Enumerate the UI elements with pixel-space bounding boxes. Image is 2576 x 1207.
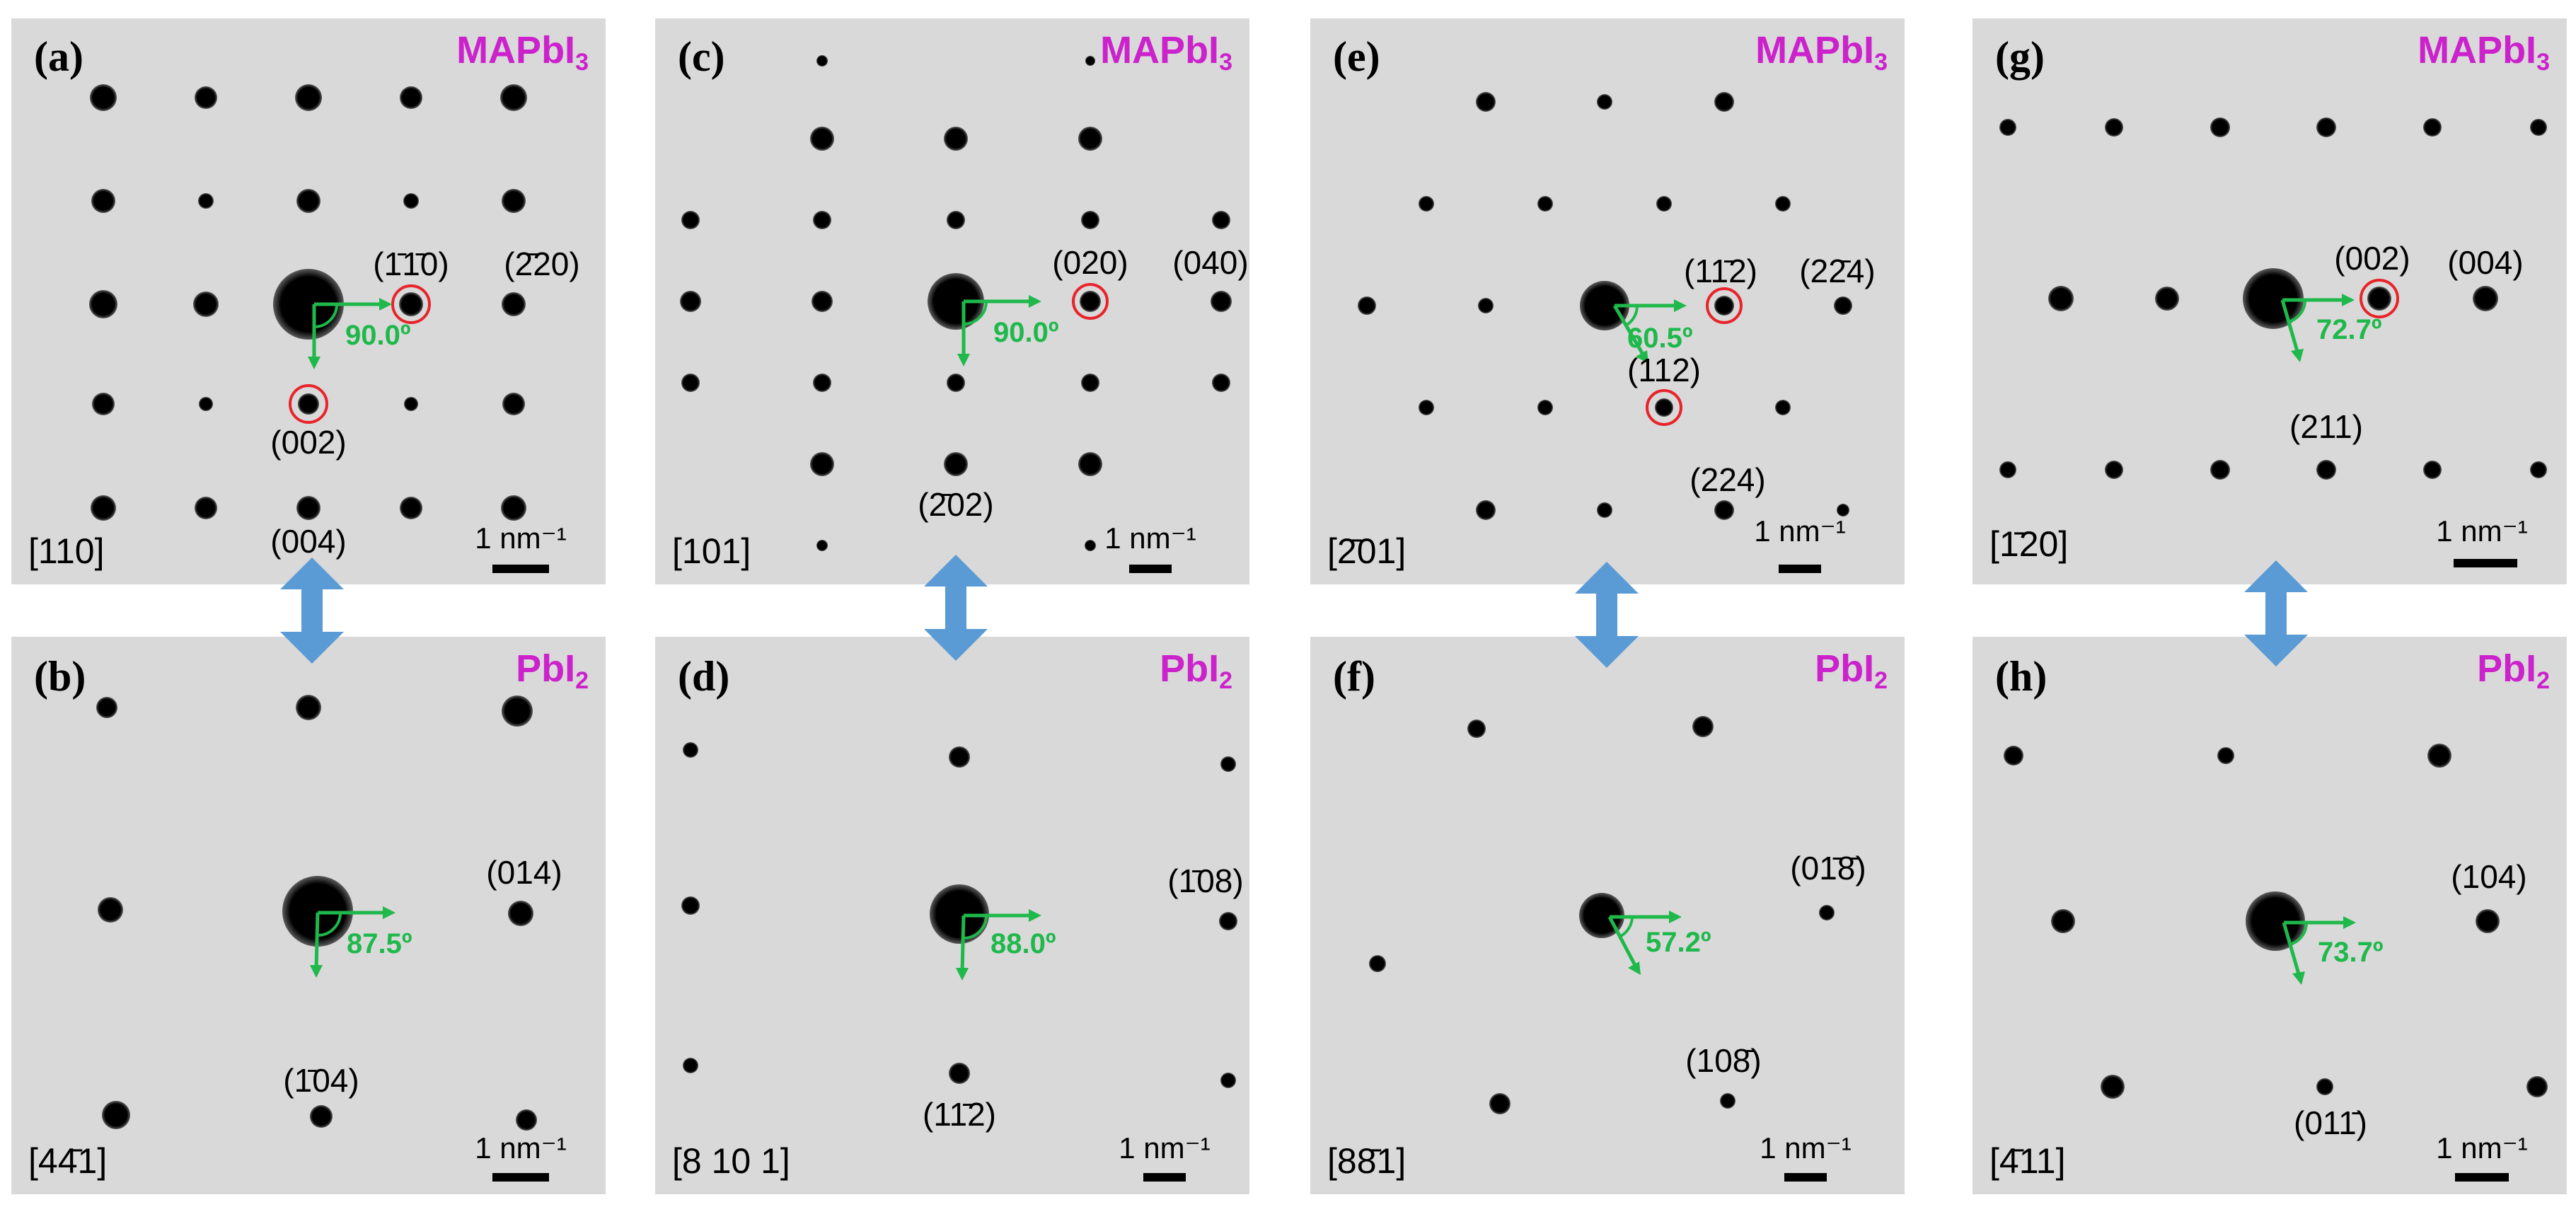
panel-label: (d) [678, 653, 730, 700]
angle-marker-icon [308, 298, 392, 369]
angle-value: 90.0º [345, 320, 411, 351]
scale-label: 1 nm⁻¹ [475, 521, 567, 555]
scale-bar [1784, 1173, 1827, 1182]
angle-marker-icon [1607, 911, 1682, 975]
scale-bar [492, 565, 549, 573]
zone-axis: [88̄1] [1327, 1141, 1407, 1181]
zone-axis: [8 10 1] [672, 1141, 790, 1181]
angle-value: 72.7º [2316, 314, 2382, 345]
zone-axis: [1̄20] [1989, 524, 2069, 564]
miller-index: (004) [2447, 244, 2524, 281]
miller-index: (040) [1172, 244, 1249, 281]
miller-index: (11̄2) [923, 1096, 996, 1133]
double-arrow-icon [924, 555, 988, 661]
angle-marker-icon [957, 295, 1041, 366]
panel-e: (e) MAPbI3 60.5º (11̄2) (22̄4) (112) (22… [1310, 18, 1905, 584]
panel-label: (e) [1333, 33, 1380, 80]
double-arrow-icon [2244, 560, 2308, 666]
highlight-ring [1646, 389, 1682, 426]
highlight-ring [1072, 283, 1109, 320]
miller-index: (11̄2) [1684, 253, 1757, 289]
scale-bar [2455, 1173, 2509, 1182]
scale-label: 1 nm⁻¹ [2436, 1131, 2528, 1165]
miller-index: (011̄) [2294, 1104, 2367, 1141]
angle-value: 90.0º [993, 317, 1059, 348]
miller-index: (22̄4) [1799, 253, 1876, 289]
miller-index: (104) [2451, 858, 2527, 895]
scale-label: 1 nm⁻¹ [1754, 514, 1846, 548]
highlight-ring [391, 284, 431, 324]
panel-label: (b) [34, 653, 86, 700]
miller-index: (211) [2289, 408, 2363, 445]
miller-index: (108̄) [1685, 1042, 1762, 1079]
material-title: PbI2 [2477, 647, 2550, 694]
angle-value: 87.5º [347, 928, 412, 959]
highlight-ring [289, 384, 328, 424]
panel-label: (g) [1995, 33, 2045, 80]
zone-axis: [4̄11] [1989, 1141, 2066, 1181]
scale-bar [1779, 565, 1821, 573]
material-title: MAPbI3 [456, 29, 589, 76]
miller-index: (1̄1̄0) [373, 246, 449, 282]
angle-marker-icon [956, 909, 1041, 981]
material-title: PbI2 [1815, 647, 1888, 694]
double-arrow-icon [280, 558, 344, 664]
angle-marker-icon [310, 906, 395, 978]
material-title: PbI2 [516, 647, 589, 694]
double-arrow-icon [1575, 562, 1639, 668]
panel-c: (c) MAPbI3 90.0º (020) (040 [655, 18, 1249, 584]
panel-label: (f) [1333, 653, 1375, 700]
panel-b: (b) PbI2 87.5º (014) (1̄04) [44̄1] 1 nm⁻… [11, 637, 606, 1194]
panel-d: (d) PbI2 88.0º (1̄08) (11̄2) [8 10 1] 1 … [655, 637, 1249, 1194]
panel-label: (c) [678, 33, 725, 80]
scale-label: 1 nm⁻¹ [1119, 1131, 1211, 1165]
angle-value: 57.2º [1646, 927, 1711, 958]
angle-value: 60.5º [1627, 323, 1693, 354]
miller-index: (1̄04) [283, 1062, 359, 1099]
material-title: PbI2 [1160, 647, 1232, 694]
scale-label: 1 nm⁻¹ [2436, 514, 2528, 548]
panel-g: (g) MAPbI3 72.7º (002) (004) (211) [1̄20… [1973, 18, 2567, 584]
zone-axis: [2̄01] [1327, 531, 1407, 571]
scale-bar [2454, 559, 2517, 567]
angle-marker-icon [1612, 299, 1687, 364]
miller-index: (224) [1690, 461, 1766, 498]
panel-h: (h) PbI2 73.7º (104) (011̄) [4̄11] 1 nm⁻… [1973, 637, 2567, 1194]
miller-index: (014) [486, 854, 562, 891]
miller-index: (01̄8̄) [1790, 850, 1866, 887]
angle-value: 88.0º [990, 928, 1056, 959]
miller-index: (020) [1052, 244, 1128, 281]
zone-axis: [44̄1] [28, 1141, 108, 1181]
panel-a: (a) MAPbI3 90.0º (1̄1̄0 [11, 18, 606, 584]
material-title: MAPbI3 [2418, 29, 2550, 76]
miller-index: (1̄08) [1167, 862, 1244, 899]
scale-label: 1 nm⁻¹ [1760, 1131, 1852, 1165]
scale-bar [492, 1173, 549, 1182]
highlight-ring [1706, 287, 1743, 324]
material-title: MAPbI3 [1100, 29, 1232, 76]
miller-index: (2̄20) [504, 246, 580, 282]
angle-marker-icon [2280, 294, 2355, 362]
miller-index: (004) [270, 523, 347, 560]
panel-label: (a) [34, 33, 83, 80]
scale-bar [1143, 1173, 1186, 1182]
miller-index: (112) [1627, 352, 1701, 388]
scale-bar [1129, 565, 1172, 573]
miller-index: (002) [2334, 240, 2410, 277]
panel-label: (h) [1995, 653, 2047, 700]
angle-value: 73.7º [2318, 937, 2384, 968]
material-title: MAPbI3 [1755, 29, 1888, 76]
highlight-ring [2360, 279, 2399, 318]
angle-marker-icon [2282, 916, 2356, 985]
miller-index: (002) [270, 424, 347, 461]
scale-label: 1 nm⁻¹ [1104, 521, 1196, 555]
miller-index: (2̄02) [918, 486, 994, 523]
zone-axis: [110] [28, 531, 105, 571]
scale-label: 1 nm⁻¹ [475, 1131, 567, 1165]
zone-axis: [101] [672, 531, 751, 571]
panel-f: (f) PbI2 57.2º (01̄8̄) (108̄) [88̄1] 1 n… [1310, 637, 1905, 1194]
